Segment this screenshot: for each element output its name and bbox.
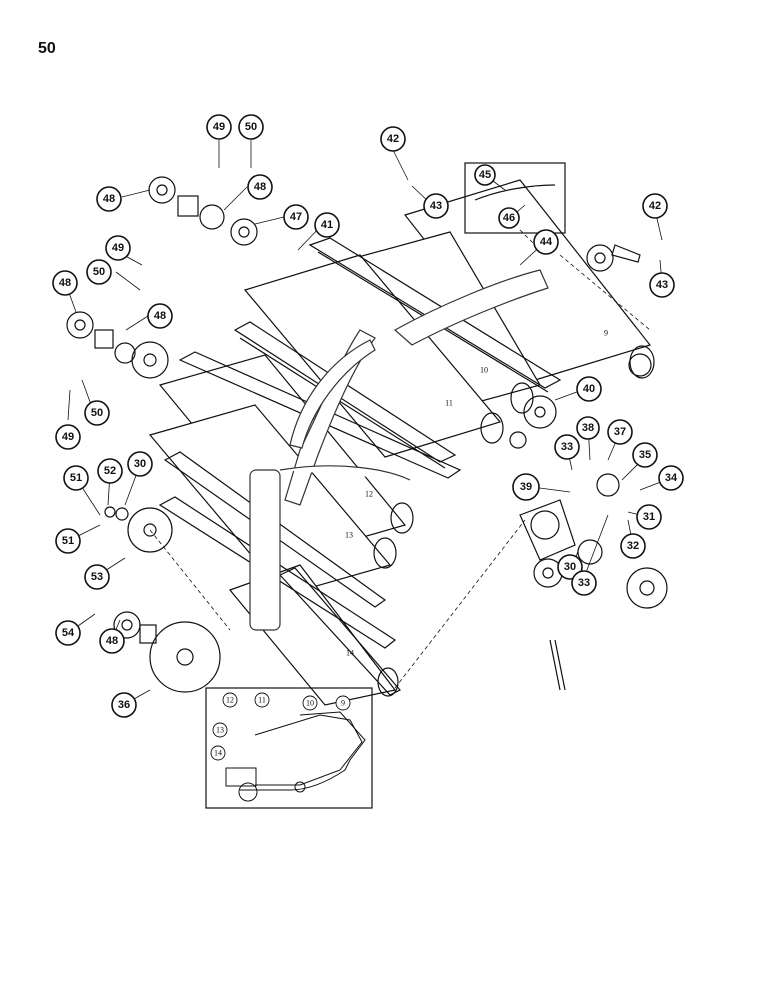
inset-label-12: 12 bbox=[226, 696, 234, 705]
roll-label-11: 11 bbox=[445, 399, 453, 408]
callout-38: 38 bbox=[582, 422, 594, 434]
callout-48: 48 bbox=[59, 277, 71, 289]
callout-50: 50 bbox=[245, 121, 257, 133]
callout-40: 40 bbox=[583, 383, 595, 395]
callout-48: 48 bbox=[103, 193, 115, 205]
callout-41: 41 bbox=[321, 219, 333, 231]
callout-43: 43 bbox=[430, 200, 442, 212]
callout-31: 31 bbox=[643, 511, 655, 523]
inset-label-14: 14 bbox=[214, 749, 222, 758]
callout-43: 43 bbox=[656, 279, 668, 291]
inset-label-9: 9 bbox=[341, 699, 345, 708]
callout-50: 50 bbox=[91, 407, 103, 419]
callout-50: 50 bbox=[93, 266, 105, 278]
callout-30: 30 bbox=[564, 561, 576, 573]
belts bbox=[249, 269, 549, 631]
roll-layout-inset bbox=[205, 687, 373, 809]
callout-33: 33 bbox=[561, 441, 573, 453]
roll-label-12: 12 bbox=[365, 490, 373, 499]
callout-54: 54 bbox=[62, 627, 75, 639]
roll-label-14: 14 bbox=[346, 649, 354, 658]
callout-48: 48 bbox=[154, 310, 166, 322]
callout-39: 39 bbox=[520, 481, 532, 493]
callout-30: 30 bbox=[134, 458, 146, 470]
callout-45: 45 bbox=[479, 169, 491, 181]
callout-33: 33 bbox=[578, 577, 590, 589]
callout-48: 48 bbox=[254, 181, 266, 193]
belt-detail-belt bbox=[474, 184, 556, 201]
callout-42: 42 bbox=[649, 200, 661, 212]
callout-49: 49 bbox=[213, 121, 225, 133]
inset-label-11: 11 bbox=[258, 696, 266, 705]
callout-51: 51 bbox=[62, 535, 74, 547]
left-sprockets bbox=[66, 176, 258, 693]
inset-label-13: 13 bbox=[216, 726, 224, 735]
callout-49: 49 bbox=[112, 242, 124, 254]
callout-35: 35 bbox=[639, 449, 651, 461]
inset-label-10: 10 bbox=[306, 699, 314, 708]
callout-48: 48 bbox=[106, 635, 118, 647]
callout-52: 52 bbox=[104, 465, 116, 477]
roll-label-10: 10 bbox=[480, 366, 488, 375]
roll-label-9: 9 bbox=[604, 329, 608, 338]
callout-37: 37 bbox=[614, 426, 626, 438]
page-number: 50 bbox=[38, 40, 56, 57]
roll-label-13: 13 bbox=[345, 531, 353, 540]
callout-36: 36 bbox=[118, 699, 130, 711]
callout-44: 44 bbox=[540, 236, 553, 248]
callout-47: 47 bbox=[290, 211, 302, 223]
callout-42: 42 bbox=[387, 133, 399, 145]
roll-layout-drawing bbox=[225, 711, 366, 802]
callout-32: 32 bbox=[627, 540, 639, 552]
callout-46: 46 bbox=[503, 212, 515, 224]
callout-51: 51 bbox=[70, 472, 82, 484]
callout-53: 53 bbox=[91, 571, 103, 583]
callout-34: 34 bbox=[665, 472, 678, 484]
belt-detail-inset bbox=[464, 162, 566, 234]
callout-49: 49 bbox=[62, 431, 74, 443]
